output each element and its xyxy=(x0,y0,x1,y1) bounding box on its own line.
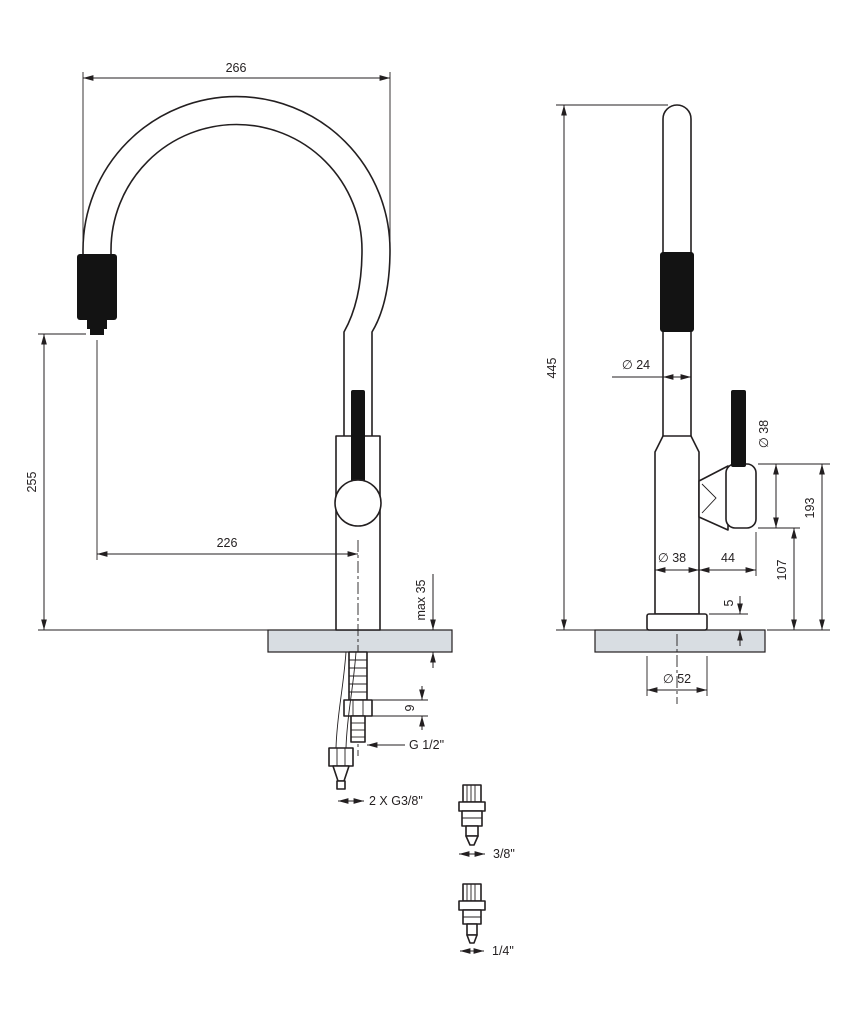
spray-head xyxy=(77,254,117,335)
adapter-38-band xyxy=(458,801,486,812)
faucet-body-side xyxy=(654,435,700,615)
handle-hub-circle xyxy=(334,479,382,527)
dim-handle-axis-height: 107 xyxy=(775,528,797,630)
dim-reach: 226 xyxy=(96,340,358,560)
dim-total-height-text: 445 xyxy=(545,358,559,379)
spout-arc xyxy=(82,95,391,439)
spray-head-body xyxy=(77,254,117,320)
label-hose-threads: 2 X G3/8" xyxy=(338,794,423,808)
mounting-nut xyxy=(343,699,373,717)
dim-handle-diameter: ∅ 38 xyxy=(757,420,830,529)
spray-head-tip xyxy=(90,329,104,335)
dim-base-diameter-text: ∅ 52 xyxy=(663,672,691,686)
hose-line-left xyxy=(335,651,347,749)
dim-handle-length-text: 44 xyxy=(721,551,735,565)
dim-spout-height: 255 xyxy=(25,333,268,631)
dim-arc-width-text: 266 xyxy=(226,61,247,75)
mounting-shank xyxy=(343,651,373,743)
hose-fitting-cone xyxy=(332,765,350,782)
dim-shank-detail: 9 xyxy=(372,686,428,730)
dim-handle-axis-height-text: 107 xyxy=(775,560,789,581)
adapter-38-knurl-lines xyxy=(466,785,476,802)
dim-body-diameter-text: ∅ 38 xyxy=(658,551,686,565)
handle-joint-lines xyxy=(701,483,717,514)
adapter-3-8: 3/8" xyxy=(458,784,515,861)
hose-fitting-nut xyxy=(328,747,354,767)
base-flange xyxy=(646,613,708,631)
adapter-14-knurl xyxy=(462,883,482,902)
dim-base-height-text: 5 xyxy=(722,599,736,606)
dim-max-counter-thickness: max 35 xyxy=(414,574,436,668)
side-view: 445 ∅ 24 ∅ 38 193 107 xyxy=(545,104,830,704)
dim-handle-diameter-text: ∅ 38 xyxy=(757,420,771,448)
adapter-14-tip xyxy=(466,934,478,944)
adapter-14-knurl-lines xyxy=(466,884,476,901)
label-adapter-1-4: 1/4" xyxy=(492,944,514,958)
spray-head-collar xyxy=(87,320,107,329)
handle-lever-front xyxy=(351,390,365,482)
nut-facet-lines xyxy=(352,700,364,716)
label-inlet-thread: G 1/2" xyxy=(367,738,444,752)
dim-total-height: 445 xyxy=(545,104,668,631)
adapter-14-band xyxy=(458,900,486,911)
adapter-1-4: 1/4" xyxy=(458,883,514,958)
inlet-thread-lines xyxy=(351,722,365,738)
label-adapter-3-8: 3/8" xyxy=(493,847,515,861)
grip-sleeve-side xyxy=(660,252,694,332)
dim-arc-width: 266 xyxy=(82,61,391,246)
hose-fitting-tip xyxy=(336,780,346,790)
handle-cylinder xyxy=(725,463,757,529)
dim-handle-top-height-text: 193 xyxy=(803,498,817,519)
dim-max-counter-text: max 35 xyxy=(414,579,428,620)
dim-tube-diameter: ∅ 24 xyxy=(612,358,691,380)
dim-reach-text: 226 xyxy=(217,536,238,550)
handle-assembly-side xyxy=(698,390,757,531)
dim-base-height: 5 xyxy=(709,596,748,646)
handle-lever-side xyxy=(731,390,746,467)
hose-line-right xyxy=(345,651,357,749)
dim-shank-detail-text: 9 xyxy=(403,704,417,711)
dim-spout-height-text: 255 xyxy=(25,472,39,493)
adapter-38-knurl xyxy=(462,784,482,803)
label-inlet-thread-text: G 1/2" xyxy=(409,738,444,752)
adapter-14-stem xyxy=(466,923,478,936)
front-view: 266 255 226 max 35 9 xyxy=(25,61,453,808)
inlet-thread-rod xyxy=(350,715,366,743)
dim-body-diameter-and-handle-length: ∅ 38 44 xyxy=(655,532,757,576)
supply-hoses xyxy=(328,651,357,790)
hose-fitting-facets xyxy=(336,748,346,766)
adapter-38-stem xyxy=(465,825,479,837)
dim-handle-top-height: 193 xyxy=(767,464,830,631)
dim-tube-diameter-text: ∅ 24 xyxy=(622,358,650,372)
handle-cone xyxy=(698,465,729,531)
dim-base-diameter: ∅ 52 xyxy=(646,656,708,696)
countertop-front xyxy=(267,629,453,653)
adapter-38-body xyxy=(461,810,483,827)
label-hose-threads-text: 2 X G3/8" xyxy=(369,794,423,808)
adapter-38-tip xyxy=(465,835,479,846)
